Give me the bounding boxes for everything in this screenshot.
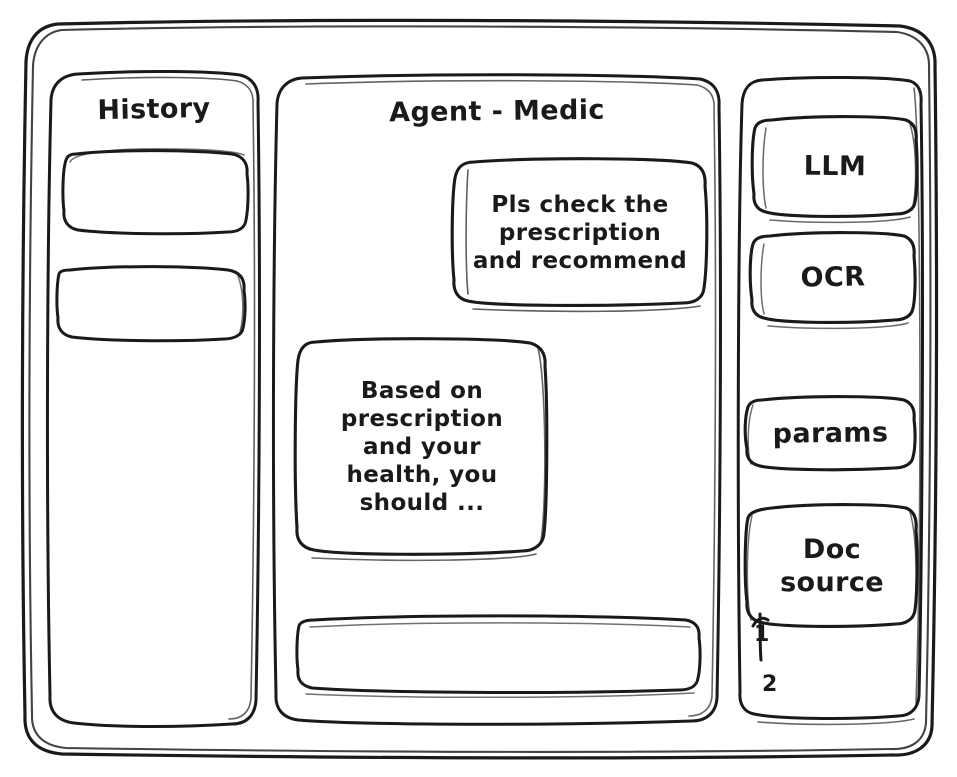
assistant-message-bubble[interactable] [296, 340, 547, 558]
sidebar-button-llm[interactable] [753, 118, 917, 216]
doc-source-item-1-label: 1 [754, 622, 770, 647]
doc-source-button-label: Doc source [780, 534, 884, 598]
sidebar-button-doc-source[interactable] [746, 506, 917, 626]
doc-source-item-1[interactable] [750, 620, 810, 656]
doc-source-item-2[interactable] [756, 668, 816, 704]
history-item-2[interactable] [58, 268, 244, 340]
message-input[interactable] [297, 618, 700, 692]
user-message-bubble[interactable] [453, 160, 706, 306]
sidebar-button-params[interactable] [746, 398, 915, 470]
doc-source-item-2-label: 2 [762, 672, 778, 697]
history-item-1[interactable] [64, 152, 248, 234]
user-message-text: Pls check the prescription and recommend [472, 191, 688, 275]
assistant-message-text: Based on prescription and your health, y… [340, 377, 504, 517]
sidebar-button-ocr[interactable] [751, 234, 915, 322]
